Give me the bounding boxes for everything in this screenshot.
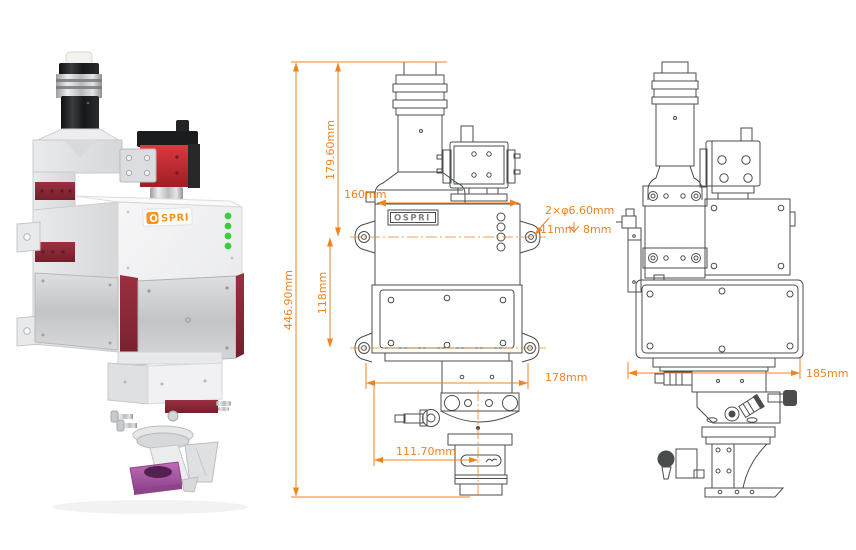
- ospri-logo-rest: SPRI: [161, 213, 189, 225]
- front-view-drawing: OSPRI: [282, 61, 614, 498]
- render-camera-module: [119, 120, 200, 200]
- adjust-knob: [121, 423, 137, 428]
- camera-bracket: [119, 148, 157, 183]
- hole-callout: 2×φ6.60mm 11mm 8mm: [534, 204, 614, 236]
- front-line-art: OSPRI: [354, 61, 541, 496]
- dim-nozzle-offset: 111.70mm: [373, 385, 478, 466]
- front-nozzle-section: [394, 360, 520, 496]
- render-nozzle-assembly: [107, 351, 231, 495]
- side-dimensions: 185mm: [627, 358, 848, 380]
- dim-mount-spacing-label: 118mm: [316, 272, 329, 314]
- side-main-housing: [704, 198, 796, 276]
- front-collimator-shoulder: [365, 171, 466, 204]
- led-green-icon: [224, 242, 232, 250]
- maroon-band-upper: [35, 182, 75, 200]
- side-line-art: [616, 61, 804, 498]
- maroon-band-lower: [35, 242, 75, 262]
- render-3d: O SPRI: [16, 51, 248, 514]
- render-cover-panels: [34, 272, 244, 366]
- front-dimensions: 446.90mm 179.60mm 160mm 118mm: [282, 61, 614, 498]
- counterbore-depth-label: 8mm: [583, 223, 611, 236]
- status-led-indicators: [224, 212, 232, 250]
- dim-base-width: 178mm: [365, 363, 587, 389]
- counterbore-width-label: 11mm: [540, 223, 575, 236]
- led-green-icon: [224, 222, 232, 230]
- dim-nozzle-offset-label: 111.70mm: [396, 445, 456, 458]
- dim-base-width-label: 178mm: [545, 371, 587, 384]
- ospri-logo-initial: O: [149, 214, 158, 225]
- dim-side-depth-label: 185mm: [806, 367, 848, 380]
- adjust-knob: [115, 414, 133, 419]
- side-knurled-knob: [783, 390, 797, 406]
- dim-top-width-label: 160mm: [344, 188, 386, 201]
- dim-mount-hole-spacing: 118mm: [316, 237, 333, 348]
- side-nozzle-section: [654, 370, 797, 498]
- camera-knob: [176, 120, 189, 134]
- ospri-logo-icon: [146, 211, 159, 225]
- led-green-icon: [224, 212, 232, 220]
- side-lower-housing: [635, 274, 804, 372]
- front-camera-module: [436, 125, 521, 202]
- dim-total-height: 446.90mm: [282, 61, 470, 498]
- front-lower-housing: [371, 284, 523, 354]
- hole-callout-label: 2×φ6.60mm: [545, 204, 614, 217]
- floor-shadow: [52, 500, 248, 514]
- led-green-icon: [224, 232, 232, 240]
- dim-side-depth: 185mm: [627, 358, 848, 380]
- dim-upper-height-label: 179.60mm: [324, 120, 337, 180]
- side-qbh-connector: [647, 61, 703, 200]
- depth-symbol-icon: [568, 222, 580, 233]
- render-head-top: [32, 128, 124, 174]
- ospri-logo: O SPRI: [142, 207, 193, 227]
- front-logo-text: OSPRI: [394, 214, 431, 224]
- side-view-drawing: 185mm: [616, 61, 848, 498]
- dim-upper-section-height: 179.60mm: [324, 62, 341, 237]
- side-column: [616, 185, 708, 293]
- dim-top-width: 160mm: [344, 188, 519, 207]
- dim-total-height-label: 446.90mm: [282, 270, 295, 330]
- front-base-plate: [384, 352, 510, 362]
- side-camera-module: [699, 127, 761, 200]
